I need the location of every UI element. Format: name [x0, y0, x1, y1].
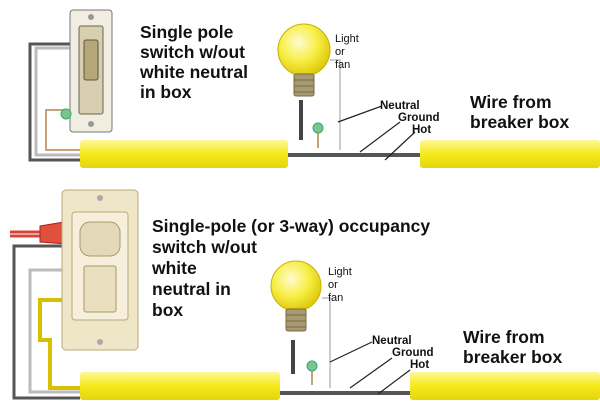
switch-caption: Single pole switch w/out white neutral i… [140, 22, 248, 102]
ground-label: Ground [398, 112, 440, 124]
ground-label: Ground [392, 347, 434, 359]
light-bulb-icon [277, 23, 331, 97]
fixture-label: Light or fan [335, 33, 359, 71]
occupancy-sensor-icon [61, 189, 139, 351]
ground-wire-1 [45, 109, 80, 151]
romex-cable-right-2 [410, 372, 600, 400]
ground-screw-icon [60, 108, 72, 120]
light-bulb-icon [270, 260, 322, 332]
switch-caption: Single-pole (or 3-way) occupancy switch … [152, 216, 431, 320]
panel-1 [28, 9, 600, 168]
romex-cable-left-1 [80, 140, 288, 168]
ground-screw-icon [312, 122, 324, 134]
wire-nut-icon [10, 221, 67, 245]
toggle-switch-icon [69, 9, 113, 133]
hot-label: Hot [410, 359, 430, 371]
source-label: Wire from breaker box [470, 92, 570, 132]
fixture-label: Light or fan [328, 266, 352, 304]
neutral-wire-loop-2 [28, 268, 80, 394]
hot-wire-loop-2 [12, 244, 80, 400]
ground-screw-icon [306, 360, 318, 372]
neutral-wire-loop-1 [34, 46, 80, 157]
neutral-label: Neutral [372, 335, 412, 347]
source-label: Wire from breaker box [463, 327, 563, 367]
panel-2 [10, 189, 600, 400]
romex-cable-left-2 [80, 372, 280, 400]
yellow-sensor-lead [38, 298, 80, 390]
hot-label: Hot [412, 124, 432, 136]
hot-wire-loop-1 [28, 42, 80, 162]
neutral-label: Neutral [380, 100, 420, 112]
romex-cable-right-1 [420, 140, 600, 168]
